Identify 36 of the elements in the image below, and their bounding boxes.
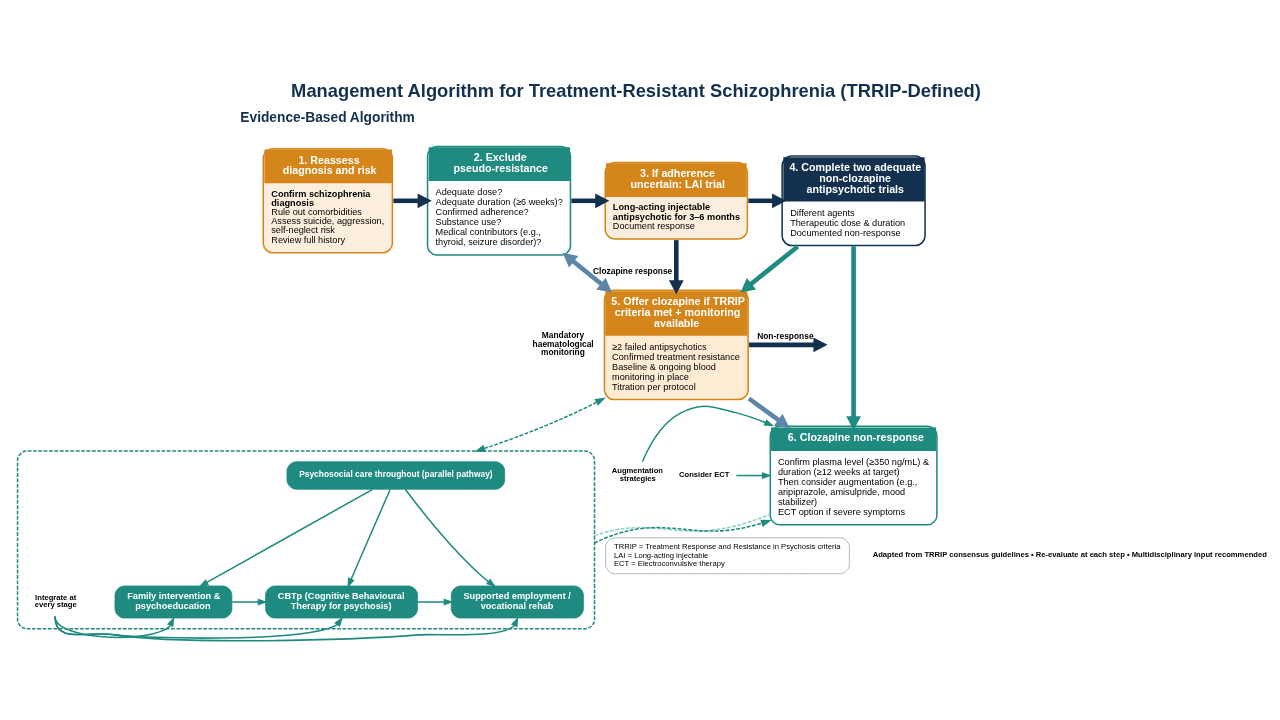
arrow [641,404,775,462]
arrow [198,488,374,587]
arrow [668,239,684,294]
node-box: Supported employment / vocational rehab [450,585,584,618]
arrow [393,192,432,208]
arrow [571,192,610,208]
node-box: TRRIP = Treatment Response and Resistance in Psychosis criteria LAI = Long-acting injectable ECT = Electroconvulsive therapy [605,536,850,574]
arrow [474,397,606,452]
arrow [735,471,772,479]
arrow [740,244,800,292]
edge-label: Non-response [757,330,814,341]
arrow [748,192,787,208]
node-text: Augmentation strategies [611,465,663,483]
label: Evidence-Based Algorithm [240,109,415,125]
node-box: Family intervention & psychoeducation [114,585,233,618]
edge-label: Clozapine response [593,265,673,276]
arrow [846,245,861,430]
arrow [749,336,828,352]
node-text: Integrate at every stage [34,592,77,609]
node-box: CBTp (Cognitive Behavioural Therapy for psychosis) [265,585,418,618]
arrow [562,252,612,292]
arrow [347,488,391,588]
connector [593,513,771,537]
label: Mandatory haematological monitoring [532,329,594,357]
arrow [747,396,790,428]
arrow [54,615,343,639]
diagram-title: Management Algorithm for Treatment-Resistant Schizophrenia (TRRIP-Defined) [291,79,981,101]
node-box: Psychosocial care throughout (parallel pathway) [286,460,506,490]
arrow [54,615,175,638]
arrow [54,615,519,642]
arrow [231,598,268,605]
arrow [404,488,497,587]
arrow [417,598,454,605]
arrow [593,519,772,544]
caption: Adapted from TRRIP consensus guidelines • Re-evaluate at each step • Multidisciplinary input recommended [872,549,1267,559]
node-text: Consider ECT [678,469,730,479]
